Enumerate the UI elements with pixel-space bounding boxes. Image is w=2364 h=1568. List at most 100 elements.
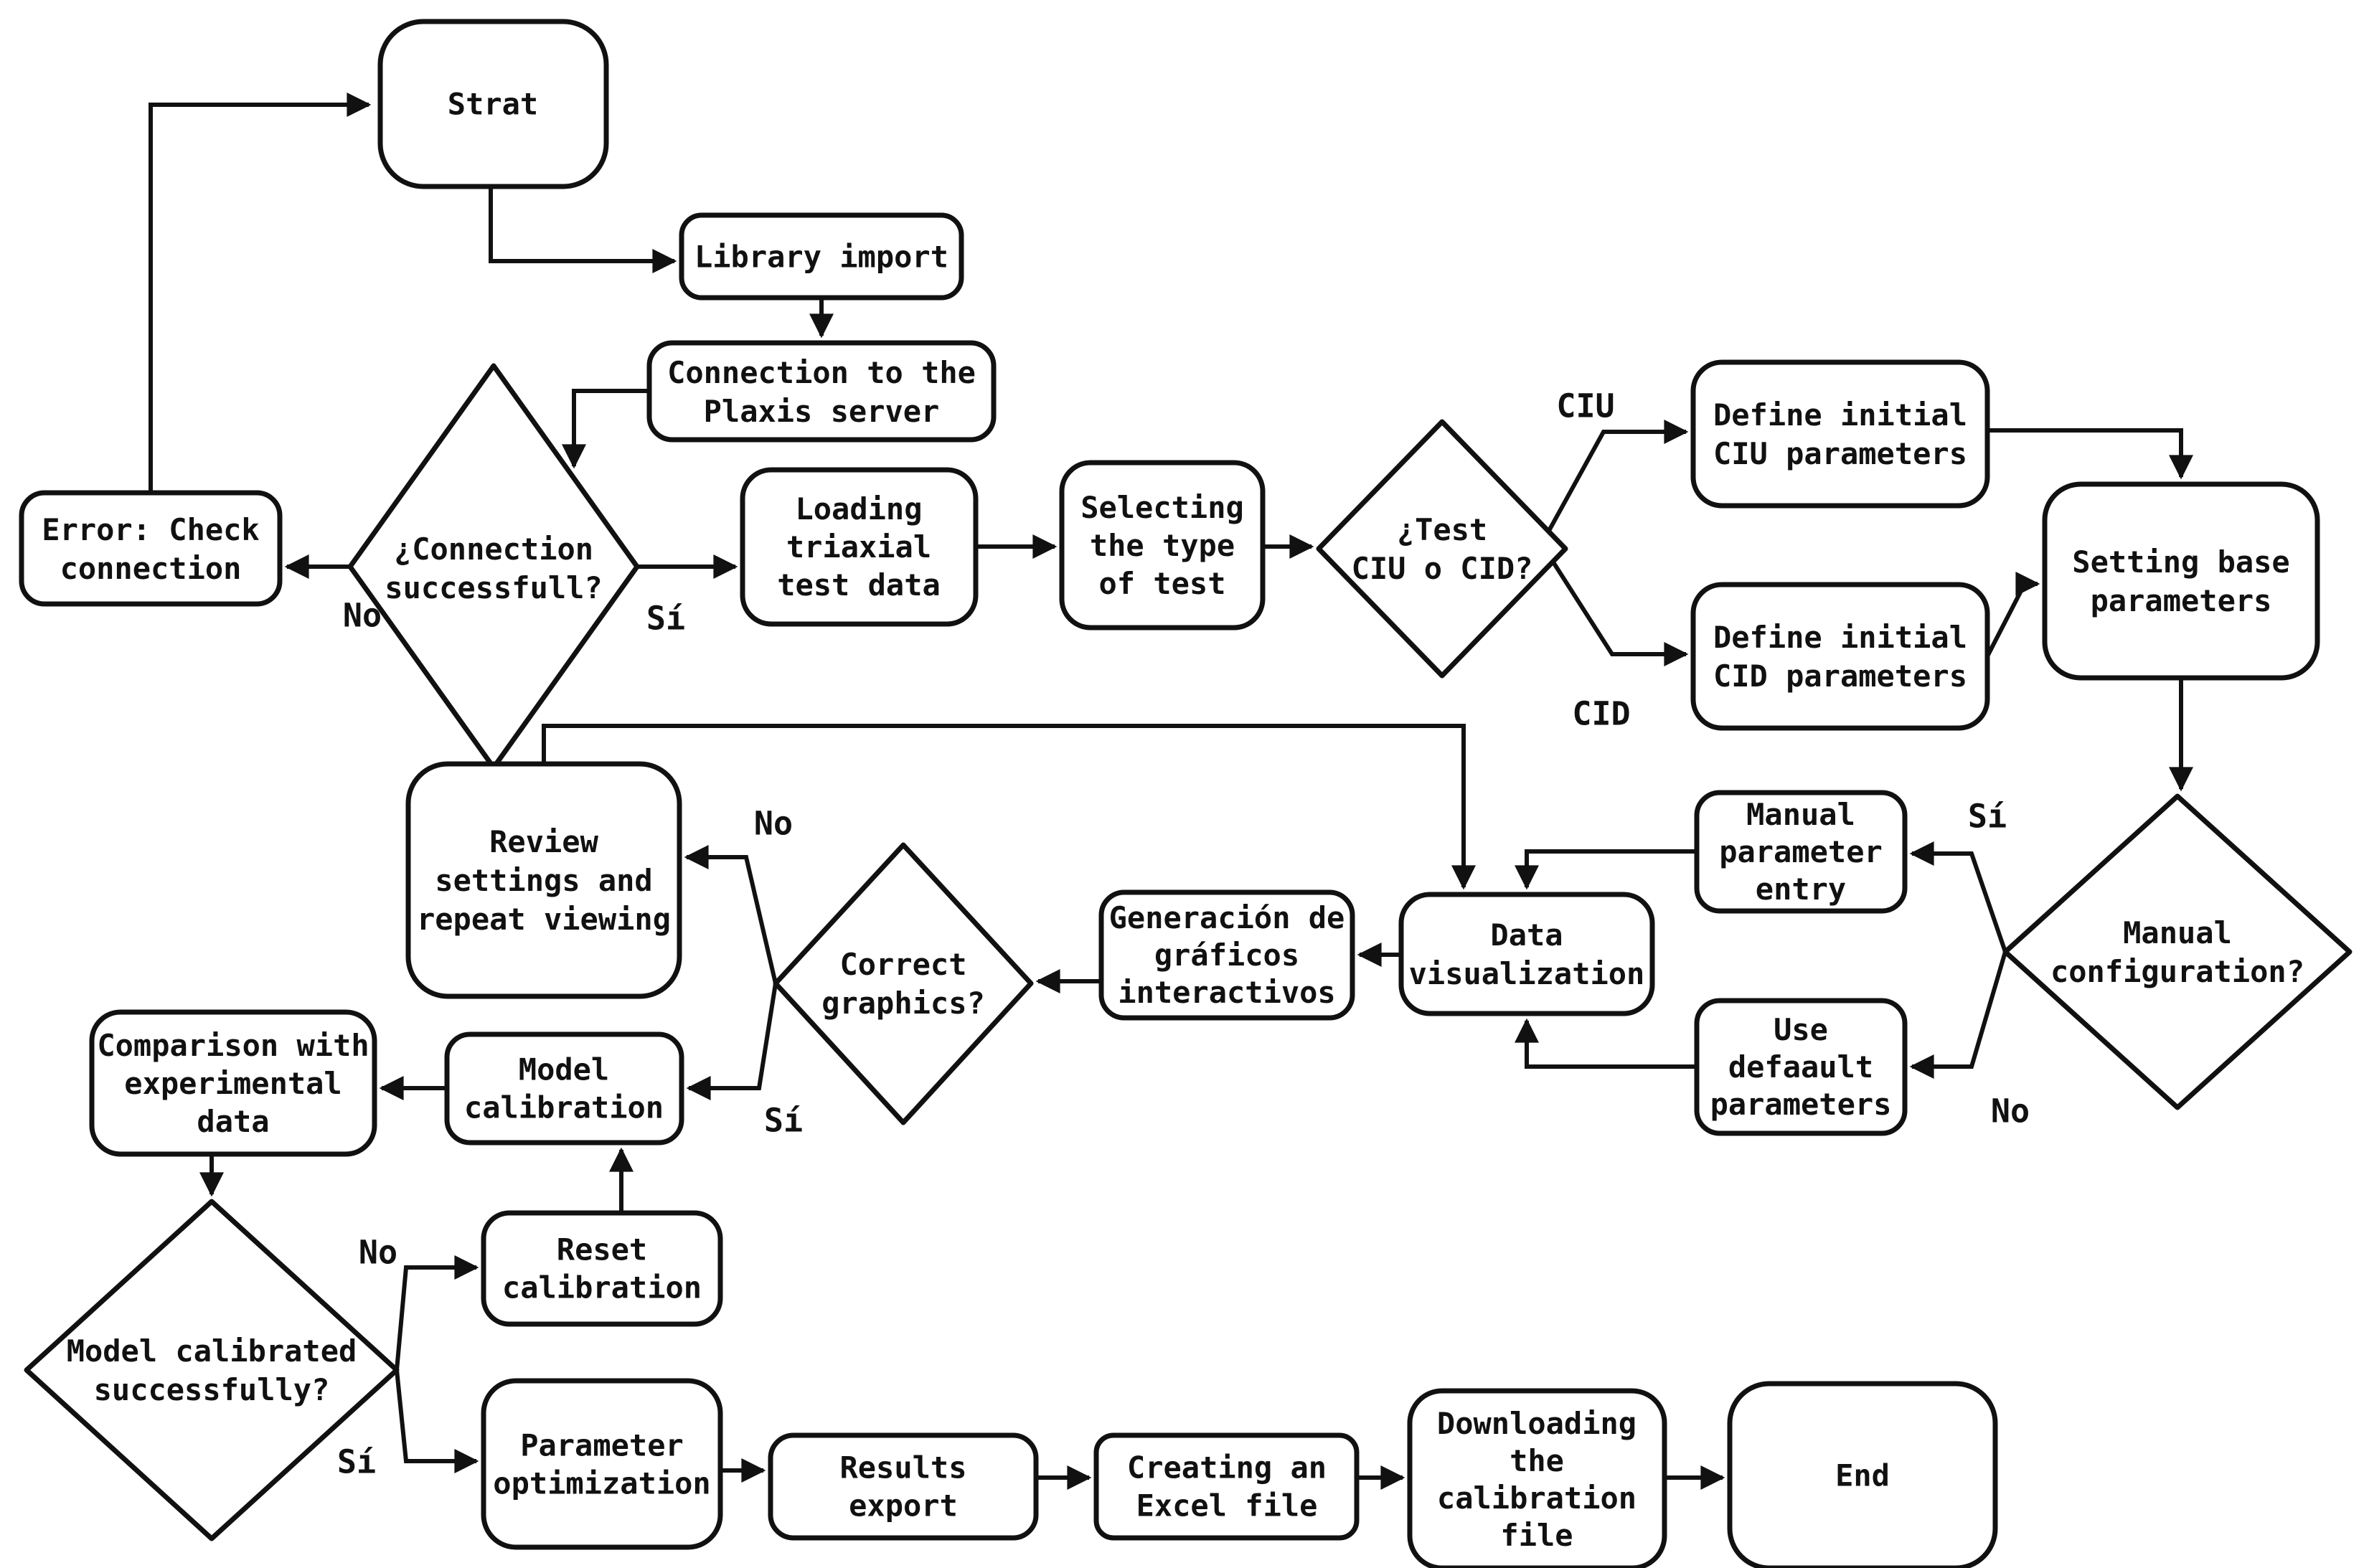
correct-decision-shape xyxy=(773,842,1034,1125)
edge-label-manual-no: No xyxy=(1991,1092,2030,1130)
calibrated-decision-shape xyxy=(24,1199,400,1541)
connection-decision-shape xyxy=(347,363,640,770)
edge-calibrated-si-to-optimization xyxy=(395,1369,479,1473)
edge-label-graphics-si: Sí xyxy=(764,1102,803,1140)
edge-correct-no-to-review xyxy=(684,845,778,984)
data-visualization-shape xyxy=(1398,892,1655,1016)
edge-plaxis-to-connection-decision xyxy=(562,389,649,469)
edge-correct-si-to-model-calibration xyxy=(686,983,778,1100)
error-check-shape xyxy=(19,490,283,607)
edge-label-manual-si: Sí xyxy=(1968,798,2007,836)
comparison-shape xyxy=(89,1009,377,1157)
library-import-label: Library import xyxy=(694,240,948,275)
edge-calibrated-no-to-reset xyxy=(395,1255,479,1371)
edge-label-connection-si: Sí xyxy=(646,600,685,638)
edge-labels: No Sí CIU CID Sí No No Sí No Sí xyxy=(337,387,2030,1481)
edge-label-ciu: CIU xyxy=(1556,387,1614,425)
edge-label-calibrated-no: No xyxy=(359,1234,397,1272)
edge-review-to-dataviz xyxy=(542,724,1476,890)
edge-manual-si-to-manual-entry xyxy=(1909,841,2007,953)
edge-label-graphics-no: No xyxy=(754,805,793,843)
edge-manual-entry-to-dataviz xyxy=(1515,849,1697,890)
results-export-shape xyxy=(768,1432,1039,1541)
parameter-optimization-shape xyxy=(481,1378,723,1550)
setting-base-shape xyxy=(2042,481,2320,681)
test-decision-shape xyxy=(1316,419,1568,679)
node-library-import: Library import xyxy=(679,212,964,301)
define-cid-shape xyxy=(1690,582,1990,731)
reset-calibration-shape xyxy=(481,1210,723,1327)
edge-start-to-library xyxy=(489,186,677,273)
edge-manual-no-to-use-default xyxy=(1909,951,2007,1079)
review-settings-shape xyxy=(405,761,682,999)
library-import-shape xyxy=(679,212,964,301)
node-end: End xyxy=(1727,1381,1998,1568)
download-file-shape xyxy=(1407,1388,1667,1568)
edge-error-to-start xyxy=(149,93,372,493)
generacion-graficos-shape xyxy=(1098,889,1355,1021)
start-terminator-shape xyxy=(377,19,609,189)
edge-use-default-to-dataviz xyxy=(1515,1018,1697,1069)
manual-entry-shape xyxy=(1694,790,1908,914)
edge-label-connection-no: No xyxy=(343,597,382,635)
start-label: Strat xyxy=(448,87,538,122)
edge-define-ciu-to-setting xyxy=(1987,428,2193,480)
node-start: Strat xyxy=(377,19,609,189)
use-default-shape xyxy=(1694,998,1908,1136)
plaxis-connection-shape xyxy=(646,340,997,443)
manual-decision-shape xyxy=(2002,793,2353,1110)
excel-file-shape xyxy=(1093,1432,1360,1541)
edge-define-cid-to-setting xyxy=(1985,572,2040,658)
selecting-test-shape xyxy=(1059,460,1266,630)
loading-data-shape xyxy=(740,467,979,627)
edges xyxy=(149,93,2193,1490)
